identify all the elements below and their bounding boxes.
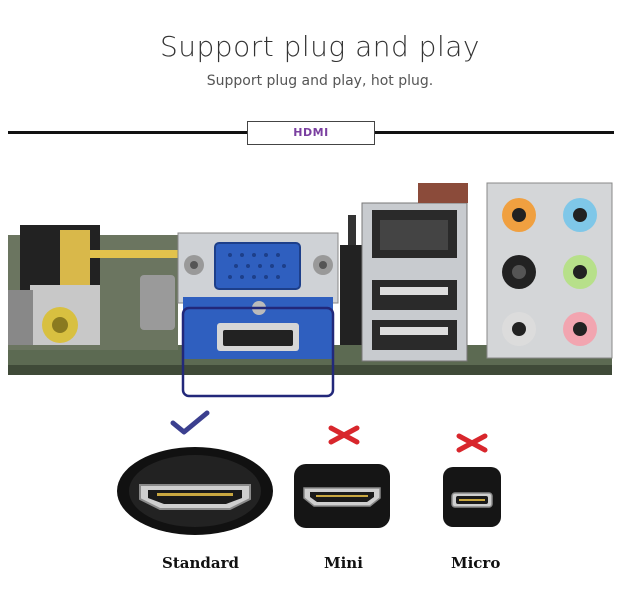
connector-label-mini: Mini bbox=[324, 554, 363, 572]
section-tag-hdmi: HDMI bbox=[247, 121, 375, 145]
divider-left bbox=[8, 131, 248, 134]
cross-icon bbox=[456, 433, 488, 453]
hdmi-micro-plug-image bbox=[443, 467, 501, 527]
connector-label-standard: Standard bbox=[162, 554, 239, 572]
page-title: Support plug and play bbox=[160, 30, 480, 63]
hdmi-mini-plug-image bbox=[294, 464, 390, 528]
hdmi-standard-plug-image bbox=[117, 447, 273, 535]
cross-icon bbox=[328, 425, 360, 445]
connector-label-micro: Micro bbox=[451, 554, 501, 572]
motherboard-io-image bbox=[8, 182, 613, 398]
divider-right bbox=[374, 131, 614, 134]
check-icon bbox=[170, 410, 210, 435]
page-subtitle: Support plug and play, hot plug. bbox=[206, 73, 434, 89]
